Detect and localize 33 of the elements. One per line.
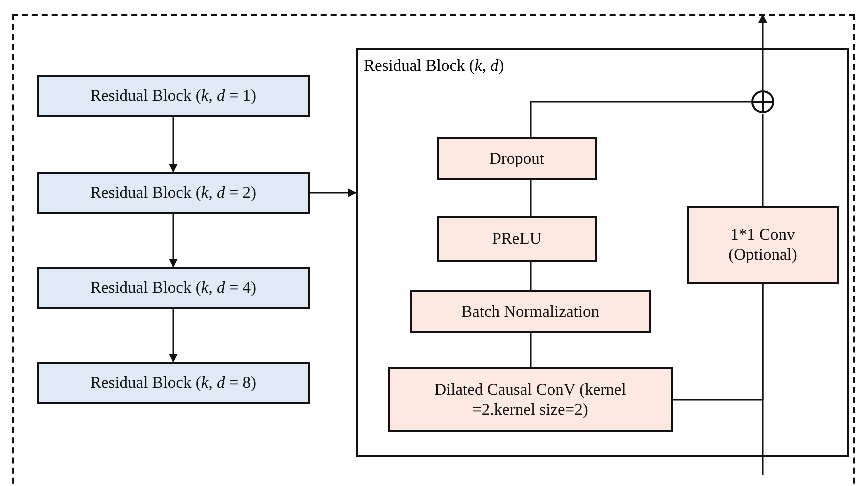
arrow xyxy=(169,309,178,363)
box-label: PReLU xyxy=(491,229,543,249)
box-label: Residual Block (k, d = 1) xyxy=(89,86,258,106)
dashed-boundary xyxy=(12,14,855,486)
connector-line xyxy=(530,333,532,367)
process-box xyxy=(37,267,310,309)
arrow xyxy=(169,214,178,268)
box-label: Residual Block (k, d = 2) xyxy=(89,183,258,203)
process-box xyxy=(410,290,651,333)
block-heading: Residual Block (k, d) xyxy=(364,56,504,76)
arrow xyxy=(758,14,768,90)
process-box xyxy=(687,206,839,284)
box-label: Residual Block (k, d = 4) xyxy=(89,278,258,298)
box-label: Dropout xyxy=(488,148,546,168)
box-label: Dilated Causal ConV (kernel =2.kernel size=2) xyxy=(434,380,628,420)
process-box xyxy=(37,75,310,117)
arrow xyxy=(310,188,357,198)
process-box xyxy=(37,172,310,214)
process-box xyxy=(437,137,597,180)
connector-line xyxy=(530,101,751,137)
connector-line xyxy=(530,262,532,290)
box-label: Residual Block (k, d = 8) xyxy=(89,373,258,393)
process-box xyxy=(37,362,310,404)
connector-line xyxy=(762,114,764,206)
box-label: 1*1 Conv (Optional) xyxy=(728,225,798,265)
residual-block-frame xyxy=(356,48,849,457)
process-box xyxy=(437,216,597,262)
connector-line xyxy=(673,284,764,401)
arrow xyxy=(169,117,178,173)
connector-line xyxy=(530,180,532,216)
box-label: Batch Normalization xyxy=(460,302,600,322)
sum-node xyxy=(751,90,775,114)
process-box xyxy=(388,367,673,432)
